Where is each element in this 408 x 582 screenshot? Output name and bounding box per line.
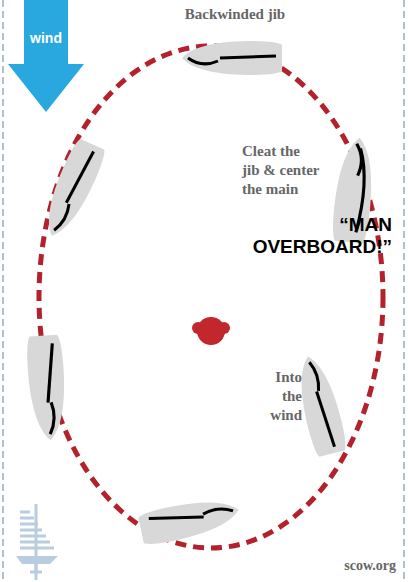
person-in-water bbox=[192, 317, 230, 345]
sailboat bbox=[182, 41, 282, 75]
logo-icon bbox=[16, 504, 58, 580]
watermark: scow.org bbox=[296, 556, 396, 575]
sailboat bbox=[36, 137, 108, 242]
sailboat bbox=[138, 493, 243, 547]
wind-label: wind bbox=[8, 30, 84, 46]
course-path bbox=[39, 46, 383, 548]
step-note: Into the wind bbox=[258, 368, 302, 425]
step-note: Cleat the jib & center the main bbox=[242, 142, 326, 199]
step-note: Backwinded jib bbox=[130, 5, 340, 24]
wind-arrow bbox=[8, 0, 84, 112]
page-border bbox=[2, 0, 3, 582]
alert-callout: “MAN OVERBOARD!” bbox=[240, 214, 392, 258]
wind-arrow-node: wind bbox=[8, 0, 84, 112]
sailboat bbox=[291, 352, 348, 457]
sailboat bbox=[26, 334, 69, 441]
page-border bbox=[403, 0, 404, 582]
wind-arrow-shape bbox=[8, 0, 84, 112]
